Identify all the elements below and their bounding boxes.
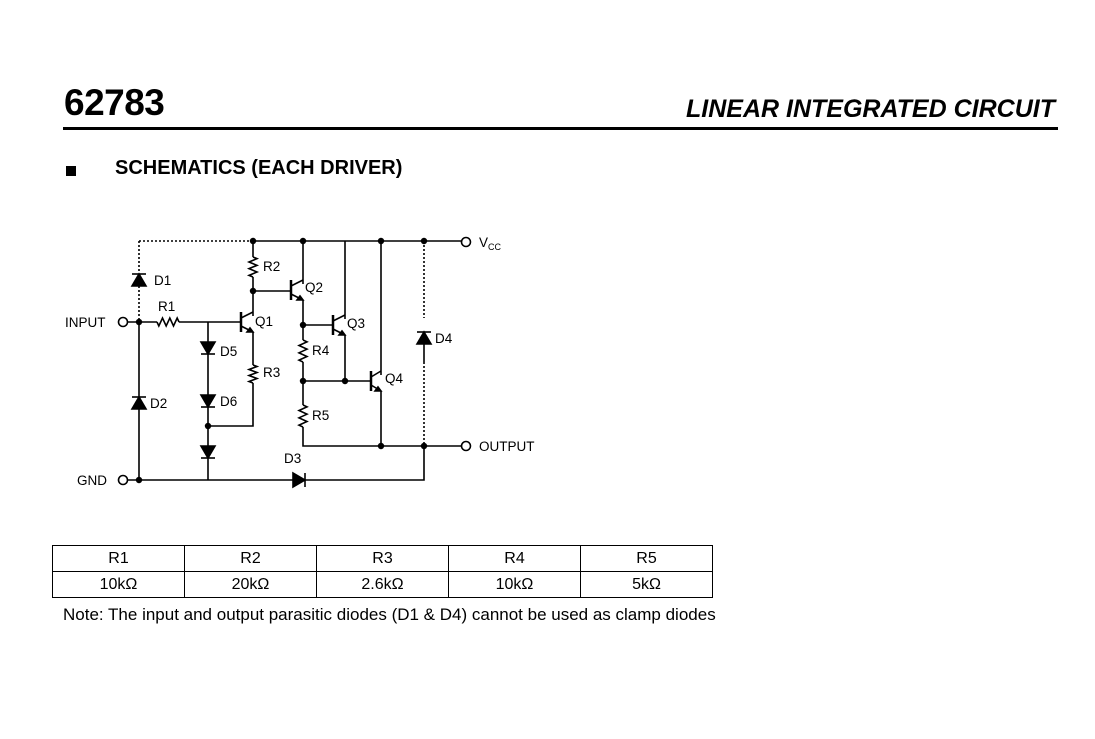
transistor-q3 [331,314,347,336]
document-type: LINEAR INTEGRATED CIRCUIT [686,95,1055,123]
bullet-square-icon [66,166,76,176]
table-cell: 2.6kΩ [316,571,449,598]
emitter-arrow [245,326,255,333]
vcc-label: VCC [479,235,502,252]
junction-dot [377,237,385,245]
output-terminal [460,440,472,452]
junction-dot [204,422,212,430]
diode-triangle [199,394,217,409]
table-header-cell: R1 [52,545,185,572]
junction-dot [377,442,385,450]
emitter-arrow [373,385,383,392]
r3-label: R3 [263,365,280,380]
emitter-arrow [337,329,347,336]
wire [302,427,461,447]
gnd-label: GND [77,473,107,488]
r4-label: R4 [312,343,330,358]
diode-d7 [199,445,217,460]
part-number: 62783 [64,82,165,123]
d2-label: D2 [150,396,167,411]
section-title: SCHEMATICS (EACH DRIVER) [115,157,403,179]
junction-dot [420,237,428,245]
diode-triangle [130,395,148,410]
d4-label: D4 [435,331,453,346]
q1-label: Q1 [255,314,273,329]
table-header-cell: R3 [316,545,449,572]
transistor-collector [290,279,304,287]
table-cell: 10kΩ [52,571,185,598]
transistor-collector [332,314,346,322]
d6-label: D6 [220,394,237,409]
diode-d5 [199,341,217,356]
table-cell: 5kΩ [580,571,713,598]
transistor-collector [240,311,254,319]
diode-triangle [199,445,217,460]
resistor-r2 [246,256,260,278]
wire [128,446,425,481]
r2-label: R2 [263,259,280,274]
header-divider [63,127,1058,130]
junction-dot [249,237,257,245]
diode-d6 [199,394,217,409]
table-cell: 10kΩ [448,571,581,598]
table-header-row: R1 R2 R3 R4 R5 [52,545,713,572]
diode-triangle [130,272,148,287]
junction-dot [135,476,143,484]
table-header-cell: R4 [448,545,581,572]
diode-d1 [130,272,148,287]
d3-label: D3 [284,451,301,466]
input-terminal [117,316,129,328]
transistor-collector [370,370,382,378]
vcc-terminal [460,236,472,248]
note-text: Note: The input and output parasitic dio… [63,605,716,624]
q4-label: Q4 [385,371,404,386]
diode-triangle [199,341,217,356]
output-label: OUTPUT [479,439,535,454]
diode-d2 [130,395,148,410]
r5-label: R5 [312,408,329,423]
transistor-q2 [289,279,305,301]
resistor-r4 [297,339,309,363]
resistor-r3 [246,364,260,384]
q2-label: Q2 [305,280,323,295]
resistor-table: R1 R2 R3 R4 R5 10kΩ 20kΩ 2.6kΩ 10kΩ 5kΩ [52,545,713,598]
input-label: INPUT [65,315,106,330]
junction-dot [341,377,349,385]
junction-dot [420,442,428,450]
table-header-cell: R5 [580,545,713,572]
transistor-q4 [369,370,383,392]
d5-label: D5 [220,344,237,359]
wire [208,383,254,427]
junction-dot [249,287,257,295]
resistor-r5 [297,404,309,428]
junction-dot [299,377,307,385]
diode-triangle [415,330,433,345]
transistor-q1 [239,311,255,333]
junction-dot [135,318,143,326]
q3-label: Q3 [347,316,365,331]
table-header-cell: R2 [184,545,317,572]
gnd-terminal [117,474,129,486]
emitter-arrow [295,294,305,301]
table-cell: 20kΩ [184,571,317,598]
junction-dot [299,321,307,329]
table-row: 10kΩ 20kΩ 2.6kΩ 10kΩ 5kΩ [52,571,713,598]
d1-label: D1 [154,273,171,288]
diode-triangle [292,471,307,489]
diode-d4 [415,330,433,345]
r1-label: R1 [158,299,175,314]
resistor-r1 [156,316,180,328]
diode-d3 [292,471,307,489]
junction-dot [299,237,307,245]
